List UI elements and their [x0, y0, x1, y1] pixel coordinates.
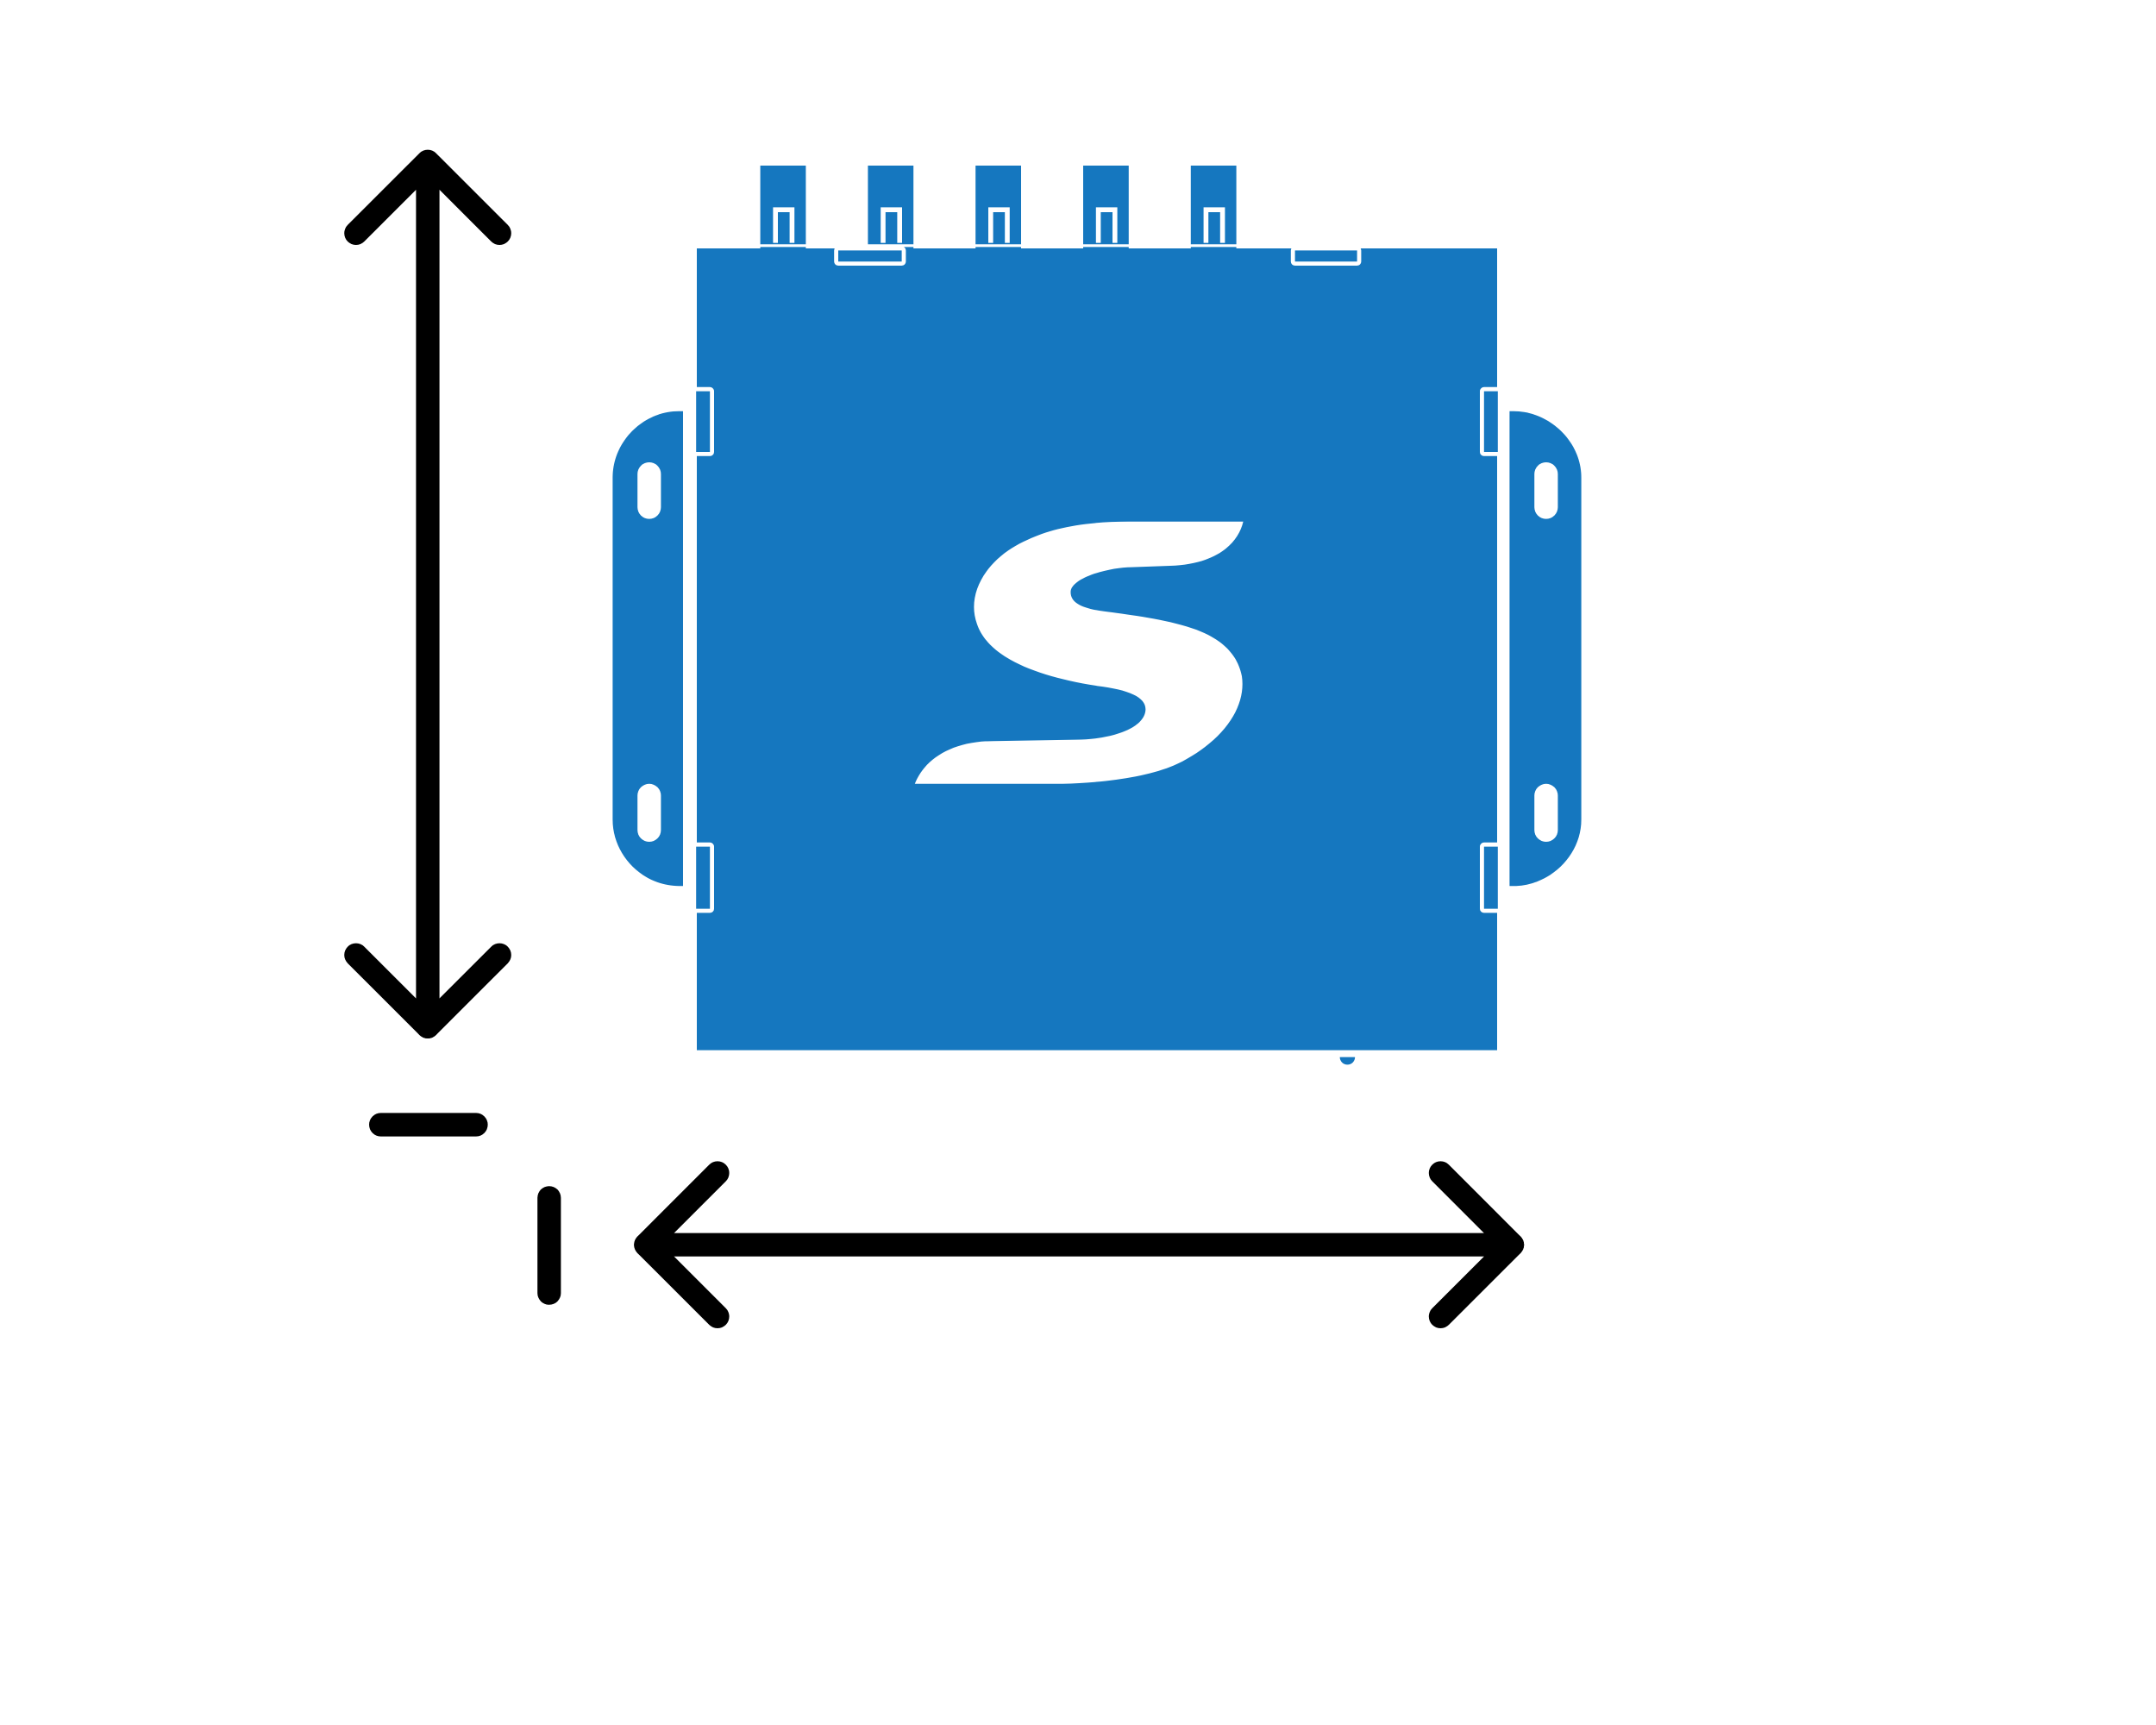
connector-pin-outline — [773, 207, 795, 243]
bottom-indicator-dot — [1339, 1057, 1356, 1065]
left-clip-top — [692, 386, 714, 456]
top-connector-4 — [1083, 166, 1129, 248]
top-tab-left — [834, 246, 906, 266]
left-mounting-bracket — [612, 411, 683, 887]
top-connectors — [757, 166, 1239, 248]
top-connector-5 — [1190, 166, 1237, 248]
s-logo-icon — [914, 521, 1244, 784]
multiswitch-device — [612, 166, 1582, 1065]
connector-pin-outline — [1095, 207, 1118, 243]
left-clip-bottom — [692, 842, 714, 913]
top-connector-3 — [975, 166, 1021, 248]
right-bracket-slot-top — [1534, 462, 1558, 519]
width-arrow-head-right — [1428, 1161, 1525, 1328]
connector-pin-outline — [881, 207, 902, 243]
right-clip-bottom — [1480, 842, 1502, 913]
right-mounting-bracket — [1509, 411, 1582, 887]
left-bracket-slot-top — [637, 462, 661, 519]
height-arrow-head-bottom — [344, 943, 511, 1038]
right-clip-top — [1480, 386, 1502, 456]
left-bracket-slot-bottom — [637, 783, 661, 842]
connector-pin-outline — [988, 207, 1010, 243]
top-connector-2 — [868, 166, 914, 248]
height-arrow-head-top — [344, 149, 511, 246]
right-bracket-slot-bottom — [1534, 783, 1558, 842]
top-tab-right — [1290, 246, 1362, 266]
dimension-marks — [344, 149, 1525, 1328]
top-connector-1 — [760, 166, 806, 248]
width-arrow-head-left — [634, 1161, 730, 1328]
connector-pin-outline — [1203, 207, 1225, 243]
